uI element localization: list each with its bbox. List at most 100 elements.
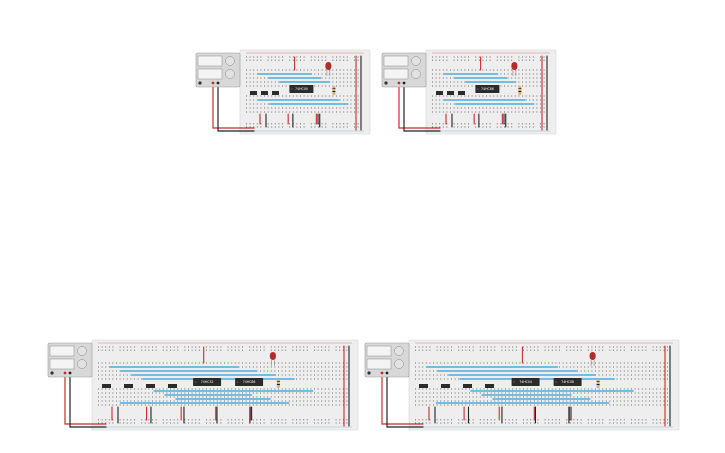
input-switch (419, 384, 428, 388)
hole (274, 107, 276, 109)
hole (569, 349, 571, 351)
hole (508, 419, 510, 421)
hole (126, 419, 128, 421)
hole (264, 69, 265, 71)
hole (432, 99, 433, 101)
hole (274, 81, 276, 83)
hole (332, 392, 333, 394)
hole (634, 422, 636, 424)
led-assembly (511, 62, 522, 95)
hole (418, 374, 420, 376)
hole (148, 392, 150, 394)
hole (478, 56, 480, 58)
hole (634, 362, 636, 364)
hole (483, 392, 485, 394)
hole (177, 422, 179, 424)
hole (314, 95, 316, 97)
hole (490, 349, 492, 351)
hole (532, 56, 534, 58)
hole (515, 349, 517, 351)
hole (532, 81, 534, 83)
hole (500, 69, 502, 71)
hole (144, 422, 146, 424)
hole (321, 378, 323, 380)
hole (425, 378, 427, 380)
hole (584, 396, 586, 398)
hole (220, 396, 222, 398)
hole (285, 362, 287, 364)
hole (435, 69, 437, 71)
hole (465, 400, 467, 402)
hole (285, 400, 287, 402)
hole (505, 422, 506, 424)
hole (584, 388, 586, 390)
hole (418, 422, 420, 424)
hole (292, 374, 294, 376)
hole (548, 422, 550, 424)
hole (317, 346, 319, 348)
hole (483, 388, 485, 390)
hole (551, 400, 553, 402)
hole (487, 422, 488, 424)
hole (339, 362, 341, 364)
hole (514, 73, 516, 75)
hole (318, 73, 319, 75)
hole (296, 56, 298, 58)
hole (246, 103, 247, 105)
hole (461, 362, 463, 364)
hole (468, 107, 469, 109)
hole (429, 370, 431, 372)
hole (303, 422, 305, 424)
hole (216, 388, 218, 390)
hole (249, 59, 251, 61)
hole (523, 362, 524, 364)
hole (562, 388, 564, 390)
hole (602, 400, 604, 402)
hole (303, 349, 305, 351)
hole (620, 346, 622, 348)
hole (433, 400, 434, 402)
hole (227, 422, 229, 424)
hole (540, 56, 541, 58)
hole (324, 378, 326, 380)
hole (343, 77, 345, 79)
hole (253, 123, 255, 125)
hole (591, 388, 593, 390)
hole (306, 422, 308, 424)
hole (587, 422, 589, 424)
hole (508, 388, 510, 390)
hole (260, 107, 262, 109)
hole (288, 388, 290, 390)
hole (126, 392, 128, 394)
hole (246, 73, 247, 75)
hole (195, 400, 197, 402)
hole (343, 59, 345, 61)
hole (422, 400, 424, 402)
hole (159, 404, 161, 406)
hole (529, 85, 531, 87)
hole (555, 362, 557, 364)
hole (152, 400, 153, 402)
hole (314, 126, 316, 128)
hole (641, 349, 643, 351)
hole (242, 404, 243, 406)
hole (663, 419, 665, 421)
hole (540, 81, 541, 83)
hole (439, 69, 441, 71)
hole (332, 69, 334, 71)
hole (483, 362, 485, 364)
hole (569, 362, 571, 364)
hole (605, 404, 607, 406)
hole (559, 392, 560, 394)
hole (256, 404, 258, 406)
hole (314, 396, 315, 398)
hole (249, 85, 251, 87)
hole (98, 378, 99, 380)
hole (354, 81, 355, 83)
hole (260, 123, 262, 125)
supply-positive-lead (398, 83, 441, 129)
hole (523, 404, 524, 406)
hole (321, 404, 323, 406)
hole (278, 123, 280, 125)
hole (656, 396, 658, 398)
